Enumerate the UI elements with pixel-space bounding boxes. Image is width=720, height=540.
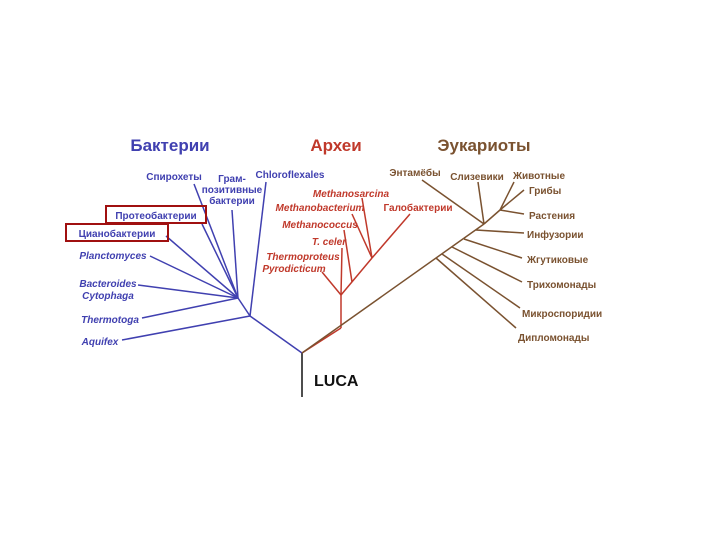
- label-bacteroides: Bacteroides: [79, 279, 137, 290]
- branch-gram-positive: [231, 209, 239, 299]
- branch-fungi: [499, 189, 525, 211]
- eukarya-labels: Энтамёбы Слизевики Животные Грибы Растен…: [389, 167, 602, 344]
- domain-archaea: Археи: [310, 136, 361, 155]
- branch-microsporidia: [441, 253, 521, 309]
- branch-bacteroides: [137, 284, 239, 299]
- branch-thermotoga: [141, 297, 239, 319]
- domain-eukarya: Эукариоты: [437, 136, 530, 155]
- branch-methanococcus: [343, 229, 353, 283]
- label-flagellates: Жгутиковые: [526, 255, 589, 266]
- bacteria-inner-stem: [237, 297, 251, 317]
- branch-planctomyces: [149, 255, 239, 299]
- label-chloroflexales: Chloroflexales: [256, 170, 325, 181]
- branch-entamoebae: [421, 179, 485, 225]
- label-fungi: Грибы: [529, 185, 561, 197]
- label-slime-molds: Слизевики: [450, 172, 504, 183]
- label-methanosarcina: Methanosarcina: [313, 189, 390, 200]
- branch-cyanobacteria: [165, 235, 239, 299]
- label-t-celer: T. celer: [312, 237, 347, 248]
- bacteria-labels: Спирохеты Грам- позитивные бактерии Chlo…: [79, 170, 325, 348]
- branch-animals: [499, 181, 515, 211]
- branch-methanobacterium: [351, 213, 373, 259]
- eukarya-crown-stem: [483, 209, 501, 225]
- archaea-upper-stem: [340, 257, 373, 296]
- label-gram-positive-2: позитивные: [202, 185, 263, 196]
- label-spirochetes: Спирохеты: [146, 172, 202, 183]
- bacteria-branches: [121, 181, 303, 354]
- label-gram-positive-1: Грам-: [218, 174, 246, 185]
- branch-spirochetes: [193, 183, 239, 299]
- label-planctomyces: Planctomyces: [79, 251, 147, 262]
- label-animals: Животные: [512, 171, 566, 182]
- branch-plants: [499, 209, 525, 215]
- branch-trichomonads: [451, 246, 523, 283]
- branch-flagellates: [463, 238, 523, 259]
- label-plants: Растения: [529, 211, 575, 222]
- label-gram-positive-3: бактерии: [209, 195, 255, 207]
- bacteria-stem: [249, 315, 303, 354]
- label-proteobacteria: Протеобактерии: [115, 210, 196, 222]
- label-ciliates: Инфузории: [527, 229, 584, 241]
- eukarya-branches: [301, 179, 525, 354]
- branch-t-celer: [340, 247, 343, 296]
- label-thermotoga: Thermotoga: [81, 315, 139, 326]
- label-entamoebae: Энтамёбы: [389, 167, 440, 179]
- cyanobacteria-highlight-box: [65, 223, 169, 242]
- branch-aquifex: [121, 315, 251, 341]
- archaea-labels: Methanosarcina Methanobacterium Галобакт…: [262, 189, 452, 275]
- label-thermoproteus: Thermoproteus: [266, 252, 340, 263]
- domain-bacteria: Бактерии: [130, 136, 209, 155]
- archaea-branches: [301, 197, 411, 354]
- eukarya-stem: [301, 223, 485, 354]
- branch-proteobacteria: [201, 223, 239, 299]
- label-cytophaga: Cytophaga: [82, 291, 134, 302]
- label-methanococcus: Methanococcus: [282, 220, 358, 231]
- label-cyanobacteria: Цианобактерии: [79, 228, 156, 240]
- label-aquifex: Aquifex: [81, 337, 119, 348]
- branch-chloroflexales: [249, 181, 267, 317]
- branch-pyrodicticum: [321, 271, 342, 296]
- label-methanobacterium: Methanobacterium: [276, 203, 365, 214]
- label-microsporidia: Микроспоридии: [522, 309, 602, 320]
- branch-halobacteria: [371, 213, 411, 259]
- luca-label: LUCA: [314, 373, 359, 390]
- label-trichomonads: Трихомонады: [527, 280, 596, 291]
- branch-ciliates: [475, 229, 525, 234]
- label-halobacteria: Галобактерии: [383, 202, 452, 214]
- branch-methanosarcina: [361, 197, 373, 259]
- label-pyrodicticum: Pyrodicticum: [262, 264, 325, 275]
- label-diplomonads: Дипломонады: [518, 333, 589, 344]
- branch-slime-molds: [477, 181, 485, 225]
- branch-diplomonads: [435, 257, 517, 329]
